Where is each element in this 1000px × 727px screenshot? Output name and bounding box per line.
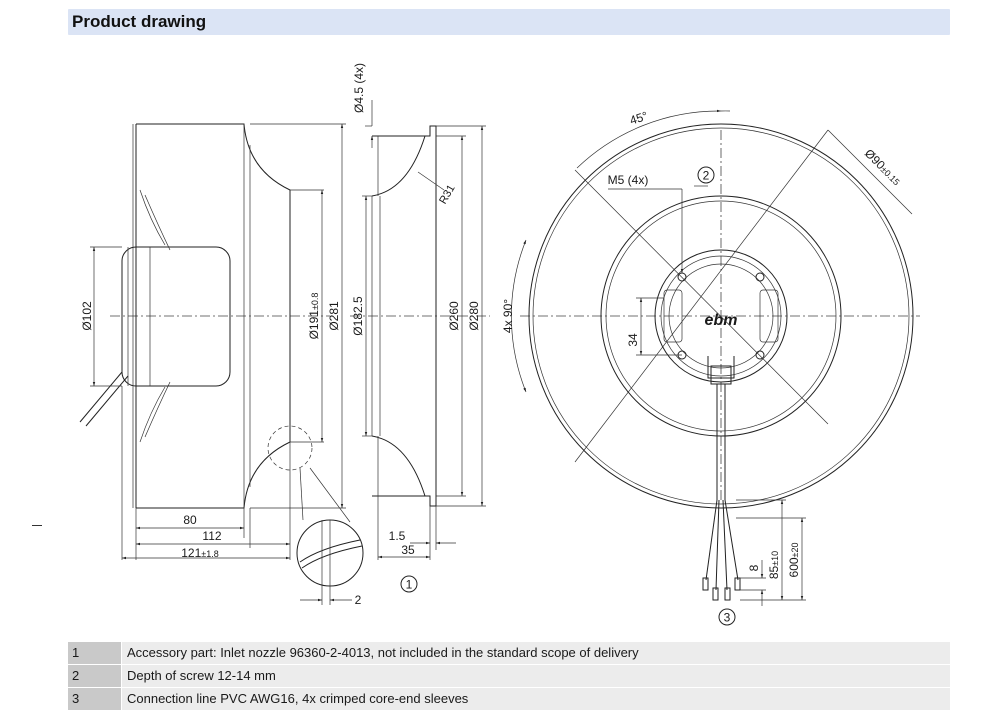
svg-text:121±1.8: 121±1.8 (181, 546, 218, 560)
note-text: Connection line PVC AWG16, 4x crimped co… (122, 688, 950, 710)
dim-d182: Ø182.5 (351, 296, 365, 336)
side-view: Ø102 Ø191±0.8 Ø281 80 112 121±1.8 (79, 123, 364, 607)
section-header: Product drawing (68, 9, 950, 35)
note-number: 1 (68, 642, 121, 664)
dim-d600: 600 (787, 557, 801, 577)
notes-table: 1 Accessory part: Inlet nozzle 96360-2-4… (68, 642, 950, 711)
dim-d34: 34 (626, 333, 640, 347)
dim-d280: Ø280 (467, 301, 481, 331)
dim-d260: Ø260 (447, 301, 461, 331)
dim-d281: Ø281 (327, 301, 341, 331)
note-text: Depth of screw 12-14 mm (122, 665, 950, 687)
callout-3: 3 (724, 611, 731, 625)
dim-t15: 1.5 (389, 529, 406, 543)
note-text: Accessory part: Inlet nozzle 96360-2-401… (122, 642, 950, 664)
dim-detail2: 2 (355, 593, 362, 607)
dim-d102: Ø102 (80, 301, 94, 331)
dim-d191-tol: ±0.8 (310, 293, 320, 310)
callout-2: 2 (703, 169, 710, 183)
front-view: ebm 45° M5 (4x) 2 Ø90±0.15 (501, 109, 920, 626)
margin-dash (32, 525, 42, 526)
brand-label: ebm (705, 312, 738, 329)
section-title: Product drawing (72, 12, 207, 31)
dim-hole: Ø4.5 (4x) (352, 63, 366, 113)
note-row: 3 Connection line PVC AWG16, 4x crimped … (68, 688, 950, 710)
svg-text:Ø191±0.8: Ø191±0.8 (307, 293, 321, 340)
dim-d85: 85 (767, 565, 781, 579)
note-number: 2 (68, 665, 121, 687)
note-row: 1 Accessory part: Inlet nozzle 96360-2-4… (68, 642, 950, 664)
note-number: 3 (68, 688, 121, 710)
dim-m5: M5 (4x) (608, 173, 649, 187)
svg-text:Ø90±0.15: Ø90±0.15 (862, 146, 904, 188)
note-row: 2 Depth of screw 12-14 mm (68, 665, 950, 687)
dim-d85-tol: ±10 (770, 551, 780, 566)
dim-len112: 112 (202, 529, 221, 543)
svg-text:85±10: 85±10 (767, 551, 781, 579)
dim-angle45: 45° (628, 109, 650, 128)
dim-d600-tol: ±20 (790, 543, 800, 558)
nozzle-view: Ø4.5 (4x) R31 Ø182.5 Ø260 Ø280 1.5 35 1 (350, 63, 490, 593)
svg-text:600±20: 600±20 (787, 543, 801, 578)
callout-1: 1 (406, 578, 413, 592)
dim-d8: 8 (747, 564, 761, 571)
dim-d191: Ø191 (307, 310, 321, 340)
dim-len121-tol: ±1.8 (201, 549, 218, 559)
dim-len121: 121 (181, 546, 201, 560)
dim-len80: 80 (183, 513, 197, 527)
dim-r31: R31 (437, 183, 457, 206)
dim-t35: 35 (401, 543, 415, 557)
dim-angle90: 4x 90° (501, 299, 515, 333)
